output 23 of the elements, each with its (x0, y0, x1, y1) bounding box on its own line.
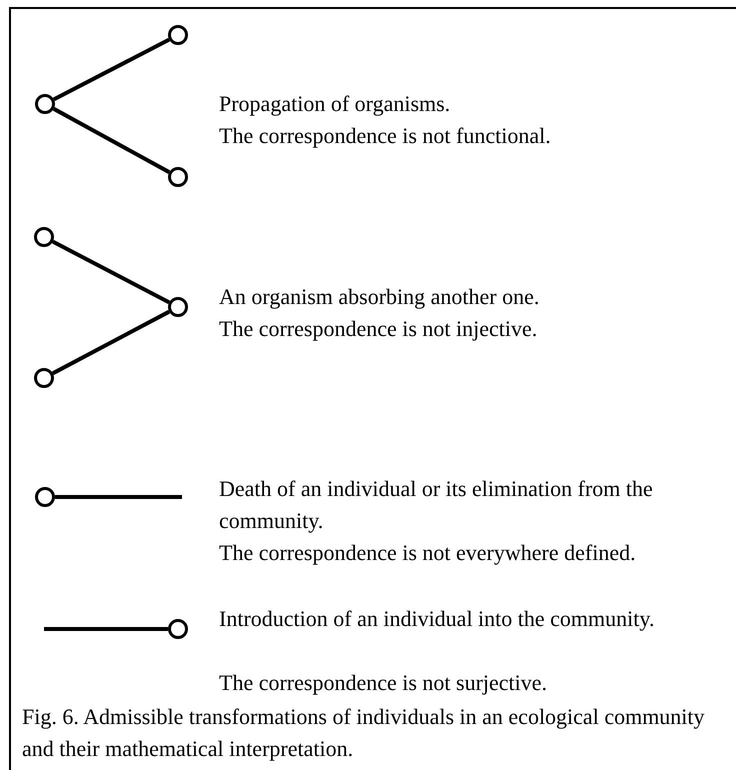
description-text: Introduction of an individual into the community. (219, 605, 656, 633)
circle-node (168, 297, 188, 317)
connector-line (52, 310, 170, 376)
figure-caption: Fig. 6. Admissible transformations of individuals in an ecological community and their mathematical interpretation. (22, 703, 706, 763)
circle-node (168, 167, 188, 187)
connector-line (52, 240, 170, 304)
description-text: The correspondence is not everywhere defined. (219, 539, 637, 567)
connector-line (52, 38, 170, 102)
connector-line (55, 495, 182, 499)
description-text: An organism absorbing another one. (219, 283, 540, 311)
description-text: Death of an individual or its elimination from the community. (219, 475, 654, 535)
circle-node (34, 227, 54, 247)
description-text: Propagation of organisms. (219, 90, 452, 118)
description-text: The correspondence is not surjective. (219, 669, 548, 697)
circle-node (34, 368, 54, 388)
connector-line (52, 107, 170, 174)
circle-node (168, 619, 188, 639)
circle-node (35, 487, 55, 507)
connector-line (44, 627, 168, 631)
circle-node (168, 25, 188, 45)
description-text: The correspondence is not functional. (219, 122, 552, 150)
circle-node (35, 94, 55, 114)
description-text: The correspondence is not injective. (219, 315, 538, 343)
